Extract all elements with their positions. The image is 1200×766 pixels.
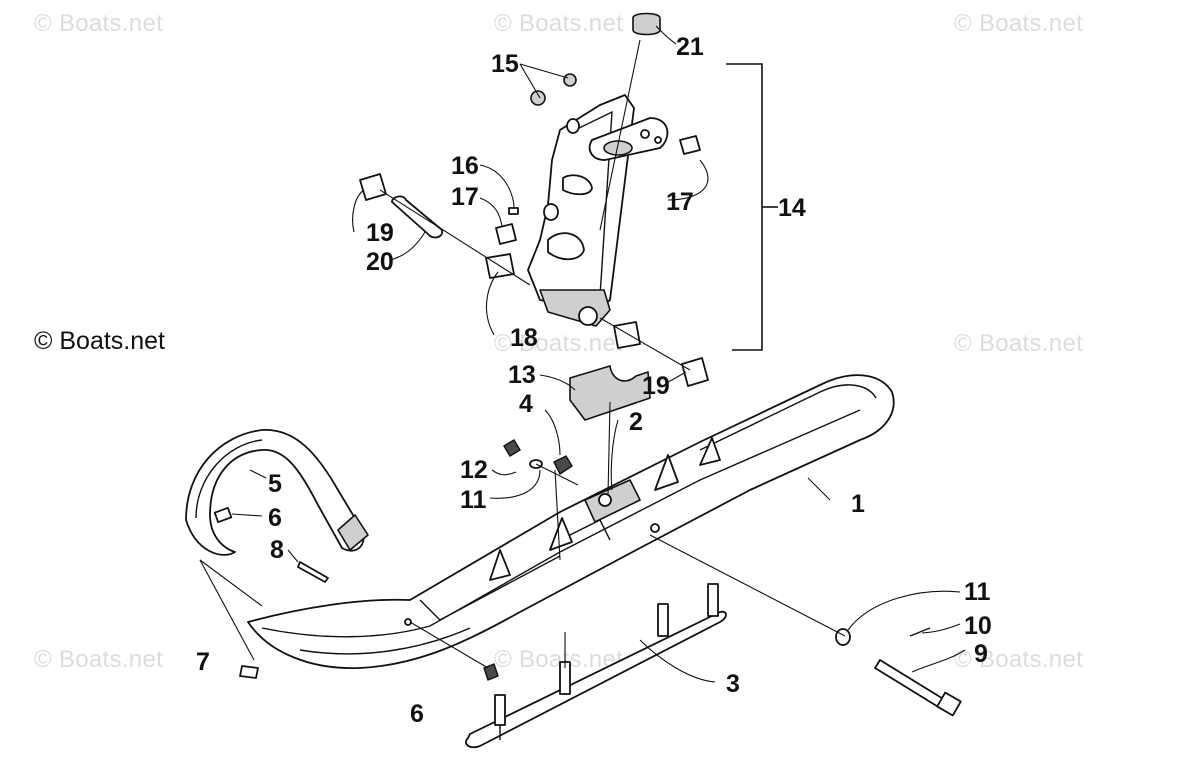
watermark: © Boats.net	[494, 10, 624, 37]
spindle-assembly	[527, 94, 669, 327]
washer-19a	[359, 173, 387, 201]
washer-19b	[681, 357, 709, 387]
watermark: © Boats.net	[954, 330, 1084, 357]
assembly-axis-lines	[379, 39, 846, 669]
leader-lines	[199, 25, 966, 683]
callout-11: 11	[460, 486, 487, 514]
assembly-bracket	[726, 63, 763, 351]
callout-19: 19	[366, 219, 394, 247]
callout-14: 14	[778, 194, 806, 222]
cap-21	[632, 12, 661, 36]
callout-20: 20	[366, 248, 394, 276]
watermark: © Boats.net	[34, 10, 164, 37]
callout-21: 21	[676, 33, 704, 61]
callout-2: 2	[629, 408, 643, 436]
nut-4	[553, 455, 573, 476]
bushing-15a	[563, 73, 577, 87]
nut-12	[503, 439, 521, 457]
callout-16: 16	[451, 152, 479, 180]
bushing-17a	[495, 223, 517, 245]
callout-18: 18	[510, 324, 538, 352]
callout-1: 1	[851, 490, 865, 518]
spacer-tube-20	[391, 195, 444, 239]
callout-12: 12	[460, 456, 488, 484]
bolt-9	[874, 659, 946, 709]
callout-19: 19	[642, 372, 670, 400]
bolt-8	[297, 561, 329, 583]
copyright-credit: © Boats.net	[34, 327, 165, 355]
watermark: © Boats.net	[954, 646, 1084, 673]
callout-10: 10	[964, 612, 992, 640]
callout-9: 9	[974, 640, 988, 668]
bushing-15b	[530, 90, 546, 106]
callout-labels: 1 2 3 4 5 6 6 7 8 9 10 11 11 12 13 14 15…	[196, 33, 992, 728]
watermark: © Boats.net	[494, 330, 624, 357]
ski	[247, 374, 895, 669]
spindle-bushings	[359, 12, 709, 387]
callout-6: 6	[268, 504, 282, 532]
saddle-13	[569, 365, 651, 421]
bushing-17b	[679, 135, 701, 155]
bushing-18b	[613, 321, 641, 349]
callout-7: 7	[196, 648, 210, 676]
callout-13: 13	[508, 361, 536, 389]
ski-handle-loop	[185, 429, 369, 556]
callout-15: 15	[491, 50, 519, 78]
callout-5: 5	[268, 470, 282, 498]
watermark: © Boats.net	[34, 646, 164, 673]
callout-17: 17	[451, 183, 479, 211]
set-screw-16	[508, 207, 519, 215]
washer-11b	[835, 628, 851, 646]
watermark: © Boats.net	[494, 646, 624, 673]
callout-11: 11	[964, 578, 991, 606]
screw-7	[239, 665, 259, 679]
callout-4: 4	[519, 390, 533, 418]
hardware	[239, 439, 962, 717]
callout-17: 17	[666, 188, 694, 216]
callout-6: 6	[410, 700, 424, 728]
wear-bar	[465, 583, 727, 749]
callout-3: 3	[726, 670, 740, 698]
watermark: © Boats.net	[954, 10, 1084, 37]
callout-8: 8	[270, 536, 284, 564]
